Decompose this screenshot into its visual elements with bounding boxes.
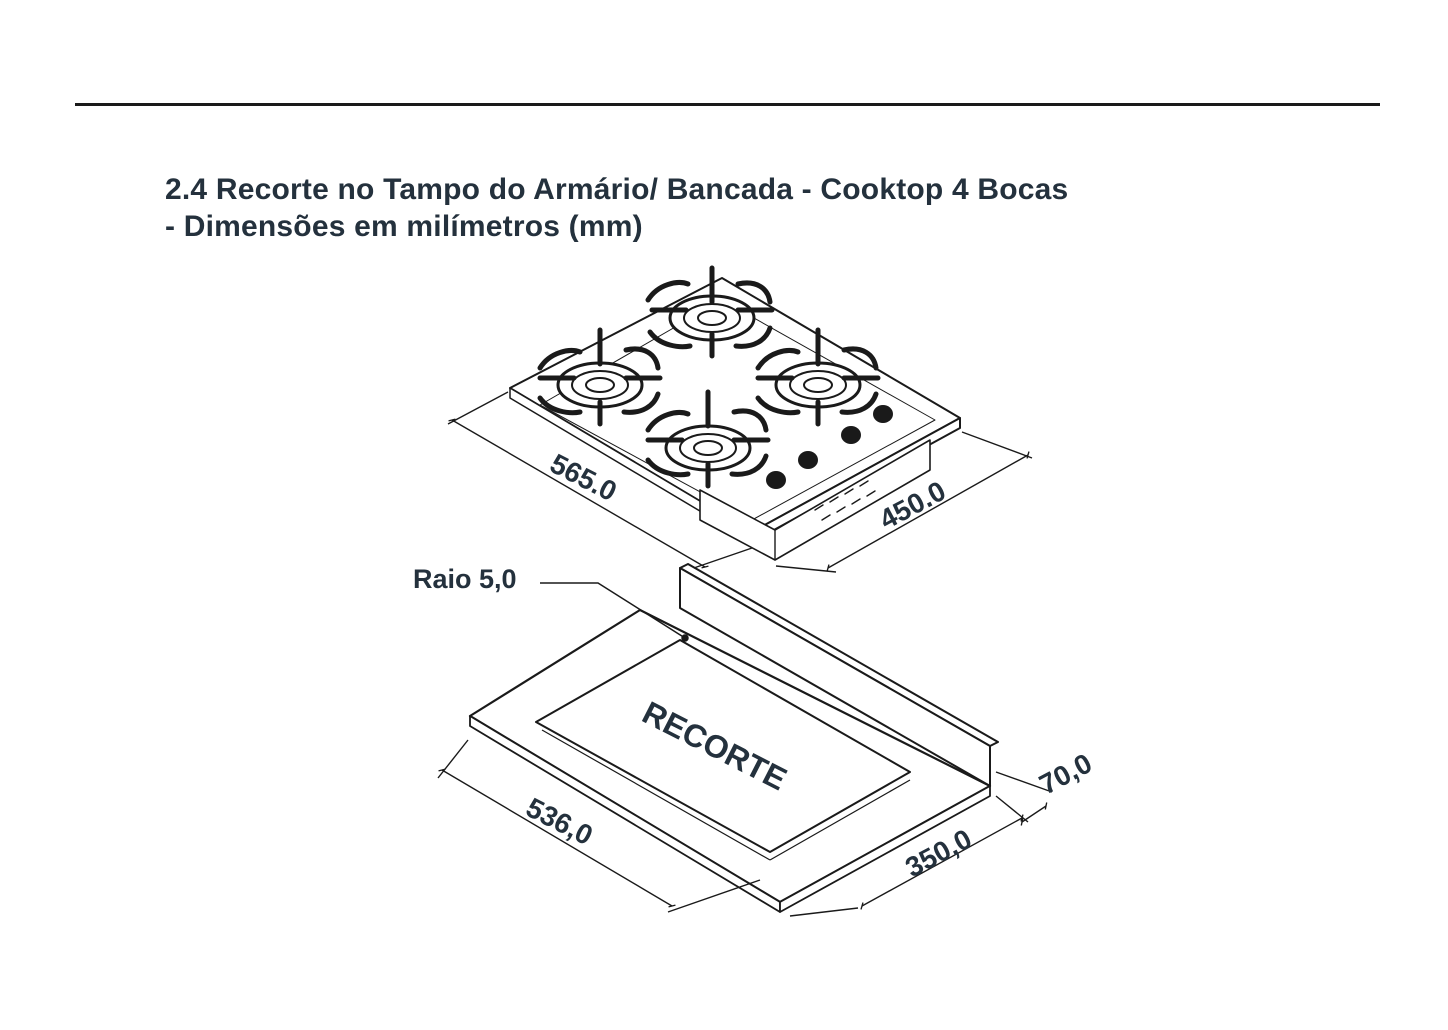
cooktop-dimensions bbox=[447, 391, 1033, 573]
cutout-offset-label: 70,0 bbox=[1034, 747, 1097, 800]
countertop-illustration bbox=[468, 563, 999, 913]
knob-2 bbox=[798, 451, 818, 469]
section-title: 2.4 Recorte no Tampo do Armário/ Bancada… bbox=[165, 173, 1069, 206]
control-knobs bbox=[766, 405, 893, 489]
knob-4 bbox=[873, 405, 893, 423]
cutout-dimensions bbox=[437, 739, 1053, 917]
header-rule bbox=[75, 103, 1380, 106]
grate-left bbox=[537, 327, 663, 427]
section-subtitle: - Dimensões em milímetros (mm) bbox=[165, 210, 643, 243]
grate-right bbox=[755, 327, 881, 427]
knob-1 bbox=[766, 471, 786, 489]
radius-callout bbox=[540, 582, 689, 642]
cutout-width-label: 536,0 bbox=[521, 792, 598, 851]
knob-3 bbox=[841, 426, 861, 444]
grate-back bbox=[645, 265, 775, 359]
radius-label: Raio 5,0 bbox=[413, 564, 517, 594]
cutout-opening bbox=[535, 639, 911, 853]
